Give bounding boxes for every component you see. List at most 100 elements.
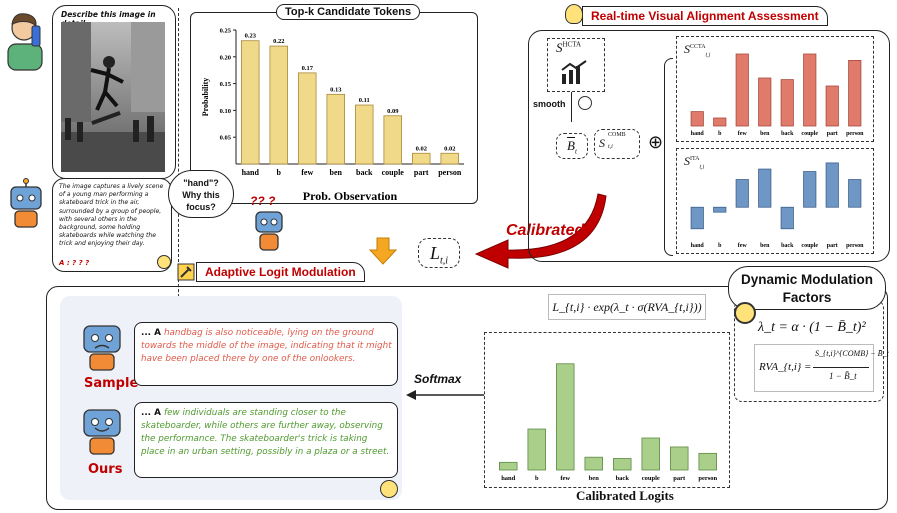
scomb-symbol: S: [599, 136, 605, 150]
bar-ben: [758, 168, 772, 208]
bulb-icon: [157, 255, 171, 269]
bar-person: [698, 452, 717, 471]
tick-label-couple: couple: [801, 131, 818, 137]
user-icon: [7, 13, 43, 71]
prompt-bubble: Describe this image in detail.: [52, 5, 176, 179]
rva-formula-box: RVA_{t,i} = S_{t,i}^{COMB} − B̄_t 1 − B̄…: [754, 344, 889, 392]
tick-label-back: back: [616, 475, 630, 482]
bar-b: [713, 117, 727, 127]
value-label-couple: 0.09: [387, 108, 399, 115]
caption-bubble: The image captures a lively scene of a y…: [52, 178, 172, 272]
smooth-arrow: [571, 92, 572, 122]
softmax-arrow: [406, 390, 484, 400]
ours-robot: [78, 404, 126, 456]
sample-bubble: ... A handbag is also noticeable, lying …: [134, 322, 398, 386]
value-label-hand: 0.23: [245, 33, 257, 40]
bar-couple: [803, 53, 817, 127]
sample-robot: [78, 320, 126, 372]
bar-few: [556, 363, 575, 471]
scomb-sub: t,i: [608, 144, 613, 150]
y-tick-label-0: 0.05: [220, 135, 232, 142]
tick-label-ben: ben: [589, 475, 600, 482]
logit-symbol: L: [429, 243, 440, 263]
topk-chart: hand0.23b0.22few0.17ben0.13back0.11coupl…: [201, 28, 464, 202]
y-tick-label-3: 0.20: [220, 54, 231, 61]
tick-label-b: b: [277, 168, 282, 177]
bottom-panel: [46, 286, 888, 510]
tick-label-person: person: [846, 131, 864, 137]
sample-text: ... A handbag is also noticeable, lying …: [141, 327, 393, 366]
trend-chart-icon: [560, 60, 590, 91]
bar-back: [613, 458, 632, 471]
tick-label-ben: ben: [760, 243, 770, 249]
rva-lhs: RVA_{t,i} =: [759, 361, 812, 373]
bar-hand: [241, 40, 260, 165]
value-label-part: 0.02: [416, 145, 427, 152]
question-bubble: "hand"? Why this focus?: [168, 170, 234, 218]
bar-few: [735, 53, 749, 127]
tick-label-couple: couple: [801, 243, 818, 249]
hcta-sup: HCTA: [562, 40, 582, 49]
tick-label-b: b: [718, 243, 722, 249]
bar-person: [848, 59, 862, 127]
tick-label-person: person: [698, 475, 717, 482]
bar-b: [713, 206, 727, 213]
sample-body: handbag is also noticeable, lying on the…: [141, 328, 392, 364]
bar-back: [780, 206, 794, 230]
tick-label-hand: hand: [691, 131, 705, 137]
ita-sub: t,i: [699, 164, 705, 171]
hcta-label: SHCTA: [556, 40, 581, 56]
value-label-person: 0.02: [444, 145, 455, 152]
question-marks: ?? ?: [250, 194, 276, 208]
ccta-sup: CCTA: [690, 44, 706, 50]
bbar-symbol: B: [567, 138, 575, 153]
confused-robot: [252, 206, 286, 252]
hcta-symbol: S: [556, 40, 563, 55]
bar-back: [355, 104, 374, 165]
bar-hand: [690, 206, 704, 230]
ccta-box: [676, 36, 874, 142]
sample-label: Sample: [84, 376, 139, 391]
dmf-title-text: Dynamic Modulation Factors: [740, 272, 873, 305]
value-label-back: 0.11: [359, 97, 370, 104]
bbar-box: Bt: [556, 133, 588, 159]
rva-numerator: S_{t,i}^{COMB} − B̄_t: [815, 349, 889, 358]
tick-label-part: part: [827, 131, 838, 137]
ccta-sub: t,i: [705, 52, 711, 59]
photo-illustration: [61, 22, 165, 172]
realtime-tag: Real-time Visual Alignment Assessment: [582, 6, 828, 26]
tick-label-b: b: [535, 475, 539, 482]
question-text: "hand"? Why this focus?: [182, 178, 220, 212]
rva-denominator: 1 − B̄_t: [829, 371, 857, 381]
bar-few: [735, 179, 749, 208]
bar-couple: [803, 171, 817, 208]
logit-formula-box: L_{t,i} · exp(λ_t · σ(RVA_{t,i})): [548, 294, 706, 320]
lambda-formula: λ_t = α · (1 − B̄_t)²: [758, 320, 866, 335]
magnifier-icon: [734, 302, 756, 324]
ours-label: Ours: [88, 462, 123, 477]
model-robot-left: [6, 178, 46, 230]
bar-part: [825, 85, 839, 127]
ita-box: [676, 148, 874, 254]
bar-couple: [383, 115, 402, 165]
calibrated-label: Calibrated!: [506, 222, 590, 239]
ccta-symbol: S: [684, 42, 690, 56]
bar-back: [780, 79, 794, 127]
y-tick-label-1: 0.10: [220, 108, 231, 115]
tick-label-hand: hand: [242, 168, 260, 177]
tick-label-couple: couple: [642, 475, 660, 482]
tick-label-part: part: [827, 243, 838, 249]
tick-label-ben: ben: [760, 131, 770, 137]
logit-formula: L_{t,i} · exp(λ_t · σ(RVA_{t,i})): [552, 300, 702, 314]
x-axis-label: Prob. Observation: [303, 189, 398, 202]
robot-confused-icon: [255, 211, 283, 251]
tick-label-few: few: [738, 131, 748, 137]
bar-ben: [758, 77, 772, 127]
tick-label-b: b: [718, 131, 722, 137]
bar-few: [298, 72, 317, 165]
smooth-label: smooth: [533, 99, 566, 109]
y-axis-label: Probability: [201, 78, 210, 117]
bar-part: [670, 446, 689, 471]
